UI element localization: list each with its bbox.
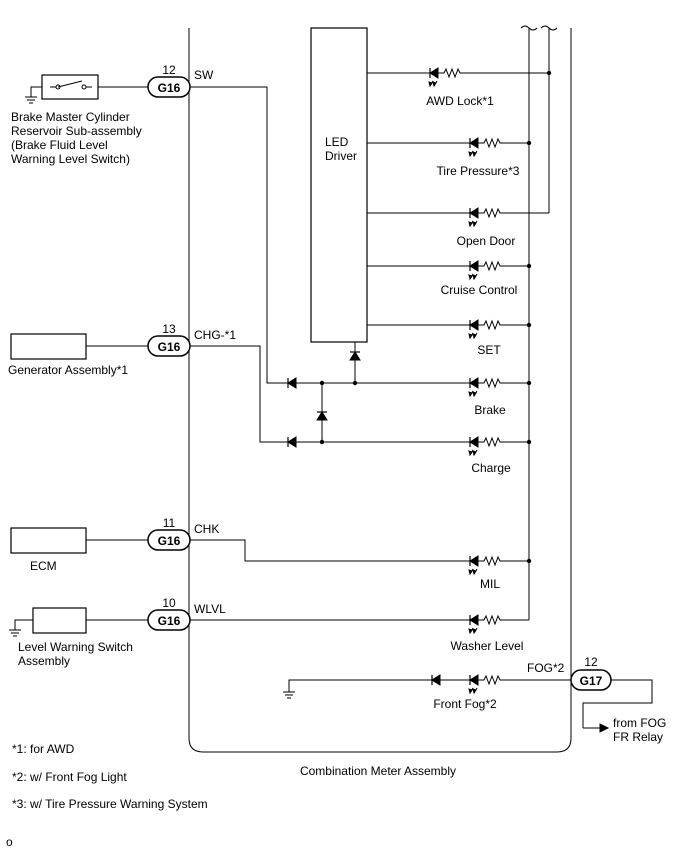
- signal-label: FOG*2: [527, 661, 565, 675]
- ecm-box: [10, 527, 87, 554]
- led-tire-pressure-icon: [468, 137, 507, 157]
- connector-code: G16: [158, 614, 181, 628]
- brake-switch-label: Brake Master Cylinder: [11, 110, 130, 124]
- led-set-icon: [468, 319, 507, 339]
- pin-number: 12: [162, 63, 176, 77]
- meter-label: Combination Meter Assembly: [300, 764, 456, 778]
- indicator-label: Charge: [471, 461, 511, 475]
- indicator-label: Front Fog*2: [433, 697, 497, 711]
- led-charge-icon: [468, 436, 507, 456]
- indicator-label: Tire Pressure*3: [437, 164, 520, 178]
- arrow-right-icon: [599, 723, 610, 733]
- pin-number: 10: [162, 596, 176, 610]
- connector-g17-12: [570, 669, 612, 691]
- led-mil-icon: [468, 555, 507, 575]
- indicator-label: Cruise Control: [441, 283, 518, 297]
- footnote: *1: for AWD: [12, 742, 75, 756]
- level-switch-box: [32, 607, 87, 634]
- signal-label: CHK: [194, 522, 219, 536]
- led-awd-lock-icon: [428, 67, 467, 87]
- footnote: *3: w/ Tire Pressure Warning System: [12, 797, 208, 811]
- level-switch-label: Assembly: [18, 654, 70, 668]
- led-driver-label: LED: [325, 135, 349, 149]
- signal-label: SW: [194, 68, 214, 82]
- ground-icon: [283, 691, 295, 699]
- indicator-label: Washer Level: [451, 639, 524, 653]
- connector-code: G16: [158, 81, 181, 95]
- led-driver-label: Driver: [325, 149, 357, 163]
- fog-relay-label: FR Relay: [613, 730, 663, 744]
- indicator-label: SET: [477, 343, 501, 357]
- break-mark: [520, 25, 538, 31]
- led-brake-icon: [468, 377, 507, 397]
- ecm-label: ECM: [30, 559, 57, 573]
- signal-label: WLVL: [194, 602, 226, 616]
- indicator-label: Open Door: [457, 234, 516, 248]
- led-open-door-icon: [468, 207, 507, 227]
- footnote: *2: w/ Front Fog Light: [12, 770, 127, 784]
- fog-relay-label: from FOG: [613, 716, 666, 730]
- connector-g16-10: [147, 609, 191, 631]
- led-driver-box: [310, 27, 368, 343]
- break-mark: [540, 25, 558, 31]
- generator-label: Generator Assembly*1: [8, 363, 128, 377]
- connector-g16-11: [147, 529, 191, 551]
- connector-code: G16: [158, 534, 181, 548]
- indicator-label: AWD Lock*1: [426, 94, 494, 108]
- pin-number: 11: [163, 516, 176, 530]
- level-switch-label: Level Warning Switch: [18, 640, 133, 654]
- connector-g16-12: [147, 76, 191, 98]
- connector-g16-13: [147, 335, 191, 357]
- led-washer-level-icon: [468, 614, 507, 634]
- indicator-label: Brake: [474, 403, 506, 417]
- corner-mark: o: [6, 835, 13, 849]
- signal-label: CHG-*1: [194, 328, 236, 342]
- ground-icon: [25, 96, 37, 104]
- pin-number: 12: [584, 655, 598, 669]
- ground-icon: [9, 629, 21, 637]
- brake-switch-label: Reservoir Sub-assembly: [11, 124, 142, 138]
- indicator-label: MIL: [480, 577, 500, 591]
- led-front-fog-icon: [468, 674, 507, 694]
- brake-switch-label: (Brake Fluid Level: [11, 138, 108, 152]
- generator-box: [10, 333, 87, 360]
- led-cruise-control-icon: [468, 260, 507, 280]
- brake-switch-label: Warning Level Switch): [11, 152, 130, 166]
- pin-number: 13: [162, 322, 176, 336]
- meter-outline: [188, 28, 572, 753]
- switch-icon: [57, 80, 83, 88]
- connector-code: G17: [580, 674, 603, 688]
- connector-code: G16: [158, 340, 181, 354]
